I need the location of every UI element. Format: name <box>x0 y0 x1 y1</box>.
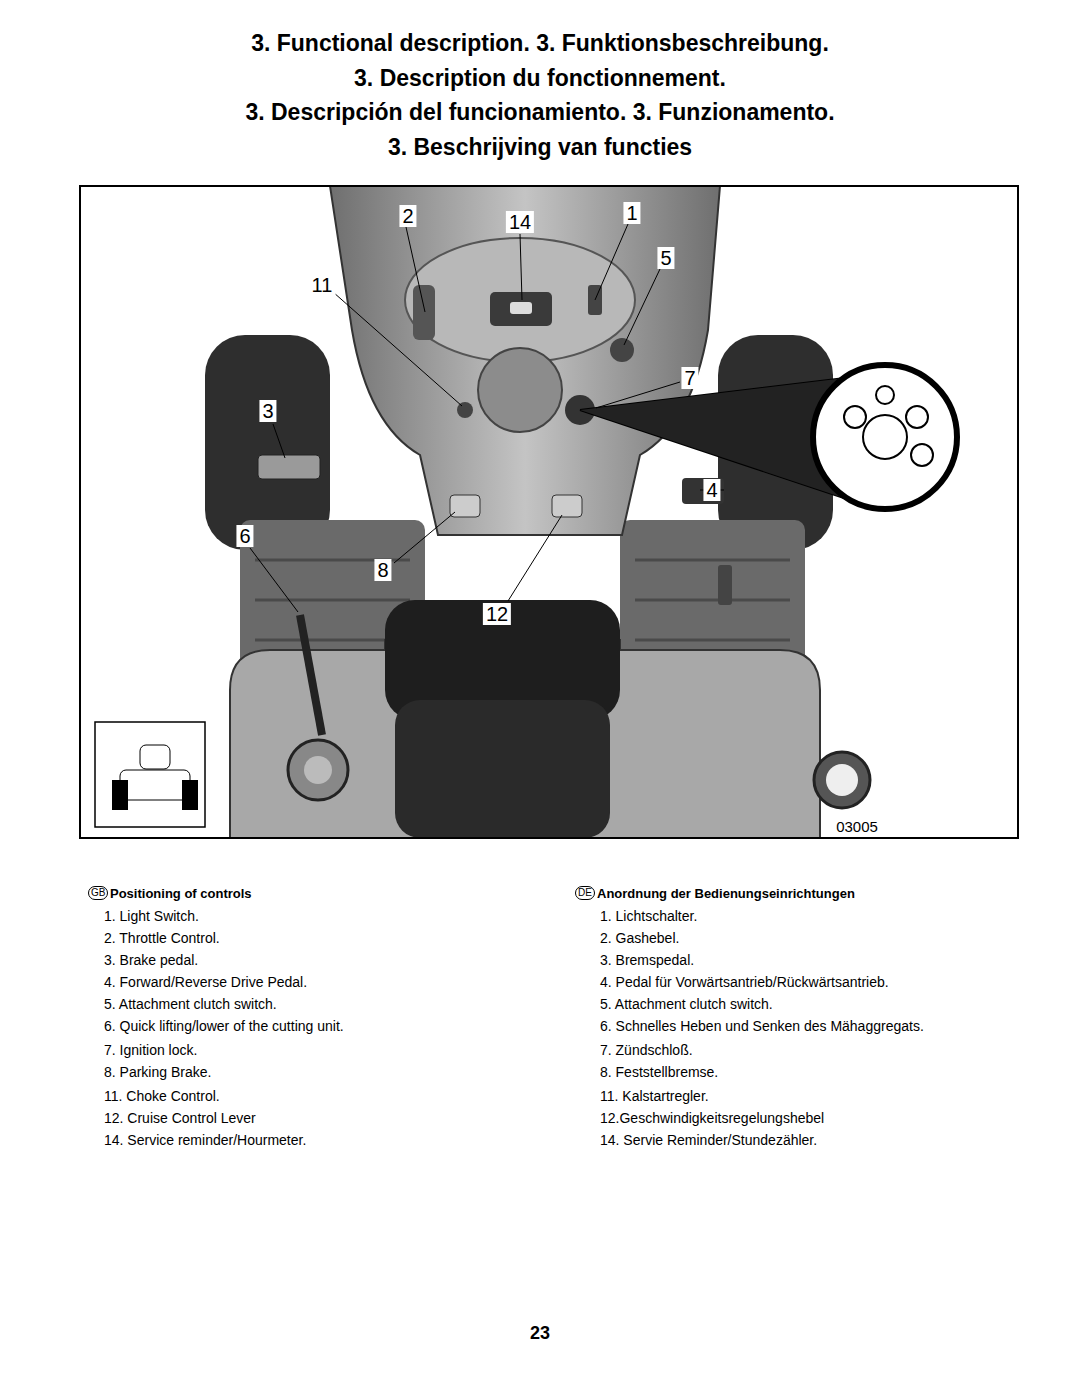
list-item: 6. Quick lifting/lower of the cutting un… <box>104 1018 344 1034</box>
section-heading: Positioning of controls <box>110 886 252 901</box>
section-heading: Anordnung der Bedienungseinrichtungen <box>597 886 855 901</box>
page-number: 23 <box>530 1323 550 1344</box>
list-item: 12.Geschwindigkeitsregelungshebel <box>600 1110 824 1126</box>
callout-number: 5 <box>657 247 674 269</box>
list-item: 8. Feststellbremse. <box>600 1064 718 1080</box>
callout-number: 7 <box>681 367 698 389</box>
list-item: 1. Lichtschalter. <box>600 908 697 924</box>
list-item: 2. Throttle Control. <box>104 930 220 946</box>
list-item: 3. Brake pedal. <box>104 952 198 968</box>
callout-number: 12 <box>483 603 511 625</box>
page-title: 3. Functional description. 3. Funktionsb… <box>251 30 829 57</box>
callout-number: 8 <box>374 559 391 581</box>
list-item: 3. Bremspedal. <box>600 952 694 968</box>
callout-number: 2 <box>399 205 416 227</box>
callout-number: 11 <box>309 274 336 296</box>
page-title: 3. Descripción del funcionamiento. 3. Fu… <box>245 99 834 126</box>
list-item: 7. Zündschloß. <box>600 1042 693 1058</box>
list-item: 8. Parking Brake. <box>104 1064 211 1080</box>
page-title: 3. Beschrijving van functies <box>388 134 692 161</box>
callout-number: 3 <box>259 400 276 422</box>
figure-code: 03005 <box>836 818 878 835</box>
callout-number: 4 <box>703 479 720 501</box>
page-title: 3. Description du fonctionnement. <box>354 65 726 92</box>
list-item: 11. Choke Control. <box>104 1088 220 1104</box>
list-item: 7. Ignition lock. <box>104 1042 197 1058</box>
callout-number: 1 <box>623 202 640 224</box>
list-item: 14. Service reminder/Hourmeter. <box>104 1132 306 1148</box>
callout-number: 6 <box>236 525 253 547</box>
list-item: 11. Kalstartregler. <box>600 1088 709 1104</box>
list-item: 12. Cruise Control Lever <box>104 1110 256 1126</box>
list-item: 2. Gashebel. <box>600 930 679 946</box>
callout-number: 14 <box>506 211 534 233</box>
list-item: 4. Pedal für Vorwärtsantrieb/Rückwärtsan… <box>600 974 889 990</box>
list-item: 5. Attachment clutch switch. <box>104 996 277 1012</box>
list-item: 5. Attachment clutch switch. <box>600 996 773 1012</box>
language-tag: DE <box>575 886 595 900</box>
list-item: 1. Light Switch. <box>104 908 199 924</box>
list-item: 4. Forward/Reverse Drive Pedal. <box>104 974 307 990</box>
list-item: 14. Servie Reminder/Stundezähler. <box>600 1132 817 1148</box>
language-tag: GB <box>88 886 108 900</box>
list-item: 6. Schnelles Heben und Senken des Mähagg… <box>600 1018 924 1034</box>
